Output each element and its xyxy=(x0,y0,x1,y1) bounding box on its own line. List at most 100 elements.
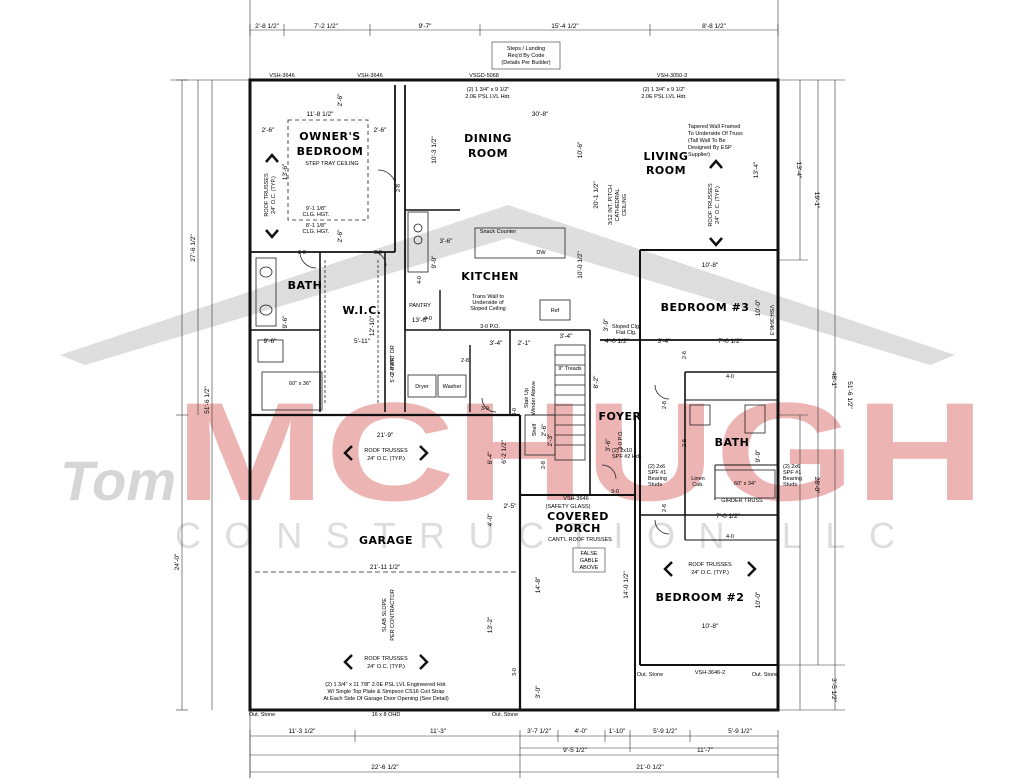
note-bearing: SPF #1 xyxy=(648,470,666,476)
note-false-gable: ABOVE xyxy=(580,565,599,571)
dimension-lines xyxy=(170,0,845,778)
dim-interior: 3'-4" xyxy=(658,338,672,345)
opening-tag: 3-0 xyxy=(481,406,489,412)
note-header-living: 2.0E PSL LVL Hdr. xyxy=(641,94,687,100)
note-bearing: SPF #1 xyxy=(783,470,801,476)
opening-tag: 3-0 xyxy=(512,668,518,676)
dim-interior: 3'-4" xyxy=(490,340,504,347)
dim-bottom: 9'-5 1/2" xyxy=(563,747,587,754)
dim-left: 51'-6 1/2" xyxy=(204,386,211,414)
room-porch-line2: PORCH xyxy=(555,522,601,535)
dim-bottom: 1'-10" xyxy=(609,728,626,735)
note-pitch: CEILING xyxy=(622,194,628,216)
dim-interior: 14'-8" xyxy=(535,576,542,593)
room-living-line1: LIVING xyxy=(644,150,689,163)
note-out-stone: Out. Stone xyxy=(492,712,518,718)
note-bearing-hdr: SPF #2 Hdr. xyxy=(612,454,642,460)
dim-interior: 12'-10" xyxy=(369,315,376,336)
dim-right: 51'-6 1/2" xyxy=(846,381,853,409)
note-false-gable: FALSE xyxy=(580,551,597,557)
dim-interior: 5'-11" xyxy=(354,338,371,345)
opening-tag: 2-8 PKT DR xyxy=(390,345,396,375)
dim-left: 27'-6 1/2" xyxy=(190,234,197,262)
note-out-stone: Out. Stone xyxy=(752,672,778,678)
note-girder: GIRDER TRUSS xyxy=(721,498,763,504)
note-dryer: Dryer xyxy=(415,384,429,390)
note-stairs: (Details Per Builder) xyxy=(501,60,550,66)
opening-tag: 4-0 xyxy=(726,374,734,380)
dim-interior: 10'-8" xyxy=(702,623,719,630)
opening-tag: 2-6 xyxy=(682,439,688,447)
note-pantry: PANTRY xyxy=(409,303,431,309)
dim-interior: 3'-6" xyxy=(605,438,612,452)
opening-tag: 2-8 xyxy=(461,358,469,364)
note-bearing: (2) 2x6 xyxy=(783,464,800,470)
note-washer: Washer xyxy=(443,384,462,390)
note-snack: Snack Counter xyxy=(480,229,517,235)
dim-interior: 3'-4" xyxy=(560,333,574,340)
dim-bottom: 11'-3 1/2" xyxy=(289,728,317,735)
truss-arrows xyxy=(265,153,757,670)
note-truss: 24" O.C. (TYP.) xyxy=(691,570,729,576)
opening-tag: 2-8 xyxy=(662,401,668,409)
notes: Steps / Landing Req'd By Code (Details P… xyxy=(249,41,802,718)
note-garage-door: 16 x 8 OHD xyxy=(372,712,401,718)
note-garage-hdr: W/ Single Top Plate & Simpson CS16 Coil … xyxy=(328,689,445,695)
dim-interior: 13'-2" xyxy=(487,616,494,633)
dim-interior: 30'-8" xyxy=(532,111,549,118)
window-tags: VSH-3646 VSH-3646 VSGD-5068 VSH-3050-3 V… xyxy=(269,73,774,676)
room-foyer: FOYER xyxy=(599,410,642,423)
watermark: Tom MCHUGH CONSTRUCTION LLC xyxy=(60,205,985,556)
opening-tag: 3-0 xyxy=(611,489,619,495)
window-tag: VSH-3646 xyxy=(563,496,588,502)
note-trans: Trans Wall to xyxy=(472,294,504,300)
window-tag: VSH-3050-3 xyxy=(657,73,687,79)
note-shelf: Shelf xyxy=(532,423,538,436)
dim-interior: 9'-0" xyxy=(431,255,438,269)
opening-tag: 3-0 P.O. xyxy=(480,324,500,330)
dim-top: 2'-8 1/2" xyxy=(255,23,279,30)
opening-tag: 2-8 xyxy=(396,184,402,192)
note-out-stone: Out. Stone xyxy=(637,672,663,678)
watermark-brand: MCHUGH xyxy=(175,373,985,530)
note-tapered: Supplier) xyxy=(688,152,710,158)
note-truss: 24" O.C. (TYP.) xyxy=(367,456,405,462)
window-tag: VSGD-5068 xyxy=(469,73,499,79)
watermark-script: Tom xyxy=(60,449,176,512)
opening-tag: 2-8 xyxy=(298,250,306,256)
dim-interior: 4'-0 1/2" xyxy=(605,338,629,345)
note-truss: ROOF TRUSSES xyxy=(364,448,408,454)
dim-interior: 8'-2" xyxy=(593,375,600,389)
note-garage-hdr: (2) 1 3/4" x 11 7/8" 2.0E PSL LVL Engine… xyxy=(325,682,447,688)
note-bearing: Bearing xyxy=(783,476,802,482)
dim-interior: 2'-6" xyxy=(262,127,276,134)
note-bearing: Studs xyxy=(783,482,797,488)
note-truss: 24" O.C. (TYP.) xyxy=(715,186,721,224)
opening-tag: 2-6 xyxy=(682,351,688,359)
note-bearing: Studs xyxy=(648,482,662,488)
note-tapered: Tapered Wall Framed xyxy=(688,124,740,130)
dim-interior: 2'-1" xyxy=(518,340,532,347)
room-porch-line1: COVERED xyxy=(547,510,609,523)
dim-right: 13'-4" xyxy=(795,162,802,179)
note-ref: Ref xyxy=(551,308,560,314)
note-clg: CLG. HGT. xyxy=(303,229,330,235)
room-living-line2: ROOM xyxy=(646,164,686,177)
fixtures xyxy=(255,119,776,573)
dim-bottom: 22'-6 1/2" xyxy=(371,764,399,771)
room-bath-right: BATH xyxy=(715,436,750,449)
dim-interior: 13'-6" xyxy=(282,163,289,180)
watermark-roof xyxy=(60,205,955,365)
opening-tag: 2-8 xyxy=(374,250,382,256)
dim-interior: 3'-0" xyxy=(535,685,542,699)
note-out-stone: Out. Stone xyxy=(249,712,275,718)
dim-interior: 7'-0 1/2" xyxy=(716,513,740,520)
dim-interior: 4'-0" xyxy=(487,513,494,527)
note-spiral: Winder Above xyxy=(531,381,537,415)
dim-interior: 20'-1 1/2" xyxy=(593,181,600,209)
dim-interior: 14'-0 1/2" xyxy=(623,571,630,599)
dim-bottom: 11'-3" xyxy=(430,728,447,735)
note-truss: ROOF TRUSSES xyxy=(708,183,714,227)
dim-interior: 13'-6" xyxy=(412,317,429,324)
opening-tag: 4-0 xyxy=(417,276,423,284)
